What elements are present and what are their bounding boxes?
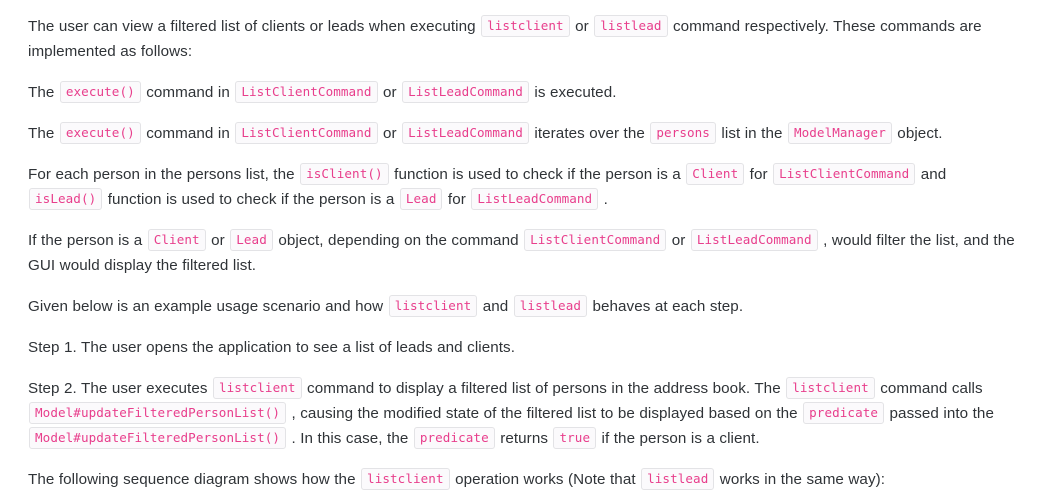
paragraph-intro: The user can view a filtered list of cli…: [28, 14, 1023, 64]
text-run: for: [745, 166, 773, 183]
inline-code-listlead: listlead: [594, 15, 668, 37]
text-run: for: [443, 191, 471, 208]
inline-code-listclientcommand: ListClientCommand: [524, 229, 667, 251]
text-run: . In this case, the: [287, 430, 413, 447]
inline-code-execute: execute(): [59, 81, 141, 103]
inline-code-isclient: isClient(): [300, 163, 389, 185]
inline-code-listclient: listclient: [361, 468, 450, 490]
inline-code-persons: persons: [650, 122, 716, 144]
paragraph-step-execute-1: The execute() command in ListClientComma…: [28, 80, 1023, 105]
inline-code-listlead: listlead: [641, 468, 715, 490]
paragraph-step-execute-2: The execute() command in ListClientComma…: [28, 121, 1023, 146]
inline-code-listclient: listclient: [786, 377, 875, 399]
inline-code-listleadcommand: ListLeadCommand: [402, 122, 529, 144]
inline-code-listclient: listclient: [388, 295, 478, 317]
text-run: Step 1. The user opens the application t…: [28, 339, 516, 356]
text-run: function is used to check if the person …: [103, 191, 399, 208]
inline-code-listlead: listlead: [513, 295, 588, 317]
text-run: or: [570, 18, 594, 35]
paragraph-sequence-diagram-note: The following sequence diagram shows how…: [28, 467, 1023, 492]
text-run: object.: [892, 125, 943, 142]
text-run: , causing the modified state of the filt…: [287, 405, 803, 422]
text-run: passed into the: [885, 405, 994, 422]
inline-code-predicate: predicate: [803, 402, 885, 424]
text-run: command respectively. These commands are…: [28, 18, 982, 60]
text-run: command in: [141, 125, 235, 142]
inline-code-true: true: [553, 427, 597, 449]
text-run: behaves at each step.: [588, 298, 744, 315]
inline-code-execute: execute(): [59, 122, 141, 144]
inline-code-islead: isLead(): [29, 188, 103, 210]
text-run: .: [599, 191, 608, 208]
text-run: The: [28, 84, 59, 101]
inline-code-listclient: listclient: [212, 377, 302, 399]
inline-code-lead: Lead: [230, 229, 273, 251]
text-run: iterates over the: [529, 125, 650, 142]
inline-code-modelmanager: ModelManager: [787, 122, 892, 144]
text-run: operation works (Note that: [450, 471, 641, 488]
text-run: or: [667, 232, 690, 249]
paragraph-scenario-intro: Given below is an example usage scenario…: [28, 294, 1023, 319]
text-run: if the person is a client.: [597, 430, 760, 447]
text-run: function is used to check if the person …: [389, 166, 686, 183]
text-run: command in: [141, 84, 235, 101]
text-run: is executed.: [529, 84, 617, 101]
text-run: If the person is a: [28, 232, 147, 249]
inline-code-model-updatefilteredpersonlist: Model#updateFilteredPersonList(): [29, 427, 287, 449]
paragraph-step-filter-gui: If the person is a Client or Lead object…: [28, 228, 1023, 278]
text-run: Given below is an example usage scenario…: [28, 298, 388, 315]
inline-code-model-updatefilteredpersonlist: Model#updateFilteredPersonList(): [29, 402, 287, 424]
text-run: command calls: [875, 380, 983, 397]
inline-code-lead: Lead: [399, 188, 443, 210]
inline-code-listclient: listclient: [481, 15, 570, 37]
text-run: or: [378, 125, 402, 142]
inline-code-listleadcommand: ListLeadCommand: [690, 229, 818, 251]
inline-code-listleadcommand: ListLeadCommand: [402, 81, 529, 103]
text-run: returns: [495, 430, 553, 447]
text-run: works in the same way):: [715, 471, 886, 488]
text-run: The following sequence diagram shows how…: [28, 471, 361, 488]
text-run: and: [916, 166, 947, 183]
text-run: list in the: [716, 125, 787, 142]
inline-code-predicate: predicate: [413, 427, 495, 449]
inline-code-listleadcommand: ListLeadCommand: [471, 188, 599, 210]
paragraph-scenario-step-1: Step 1. The user opens the application t…: [28, 335, 1023, 360]
text-run: command to display a filtered list of pe…: [302, 380, 786, 397]
inline-code-listclientcommand: ListClientCommand: [235, 81, 378, 103]
text-run: , would filter the list, and the GUI wou…: [28, 232, 1015, 274]
text-run: or: [378, 84, 402, 101]
text-run: For each person in the persons list, the: [28, 166, 300, 183]
inline-code-listclientcommand: ListClientCommand: [235, 122, 378, 144]
inline-code-client: Client: [147, 229, 206, 251]
text-run: The user can view a filtered list of cli…: [28, 18, 481, 35]
text-run: or: [206, 232, 230, 249]
text-run: The: [28, 125, 59, 142]
text-run: and: [478, 298, 513, 315]
text-run: Step 2. The user executes: [28, 380, 212, 397]
inline-code-client: Client: [686, 163, 745, 185]
paragraph-step-isclient-islead: For each person in the persons list, the…: [28, 162, 1023, 212]
inline-code-listclientcommand: ListClientCommand: [773, 163, 916, 185]
paragraph-scenario-step-2: Step 2. The user executes listclient com…: [28, 376, 1023, 451]
text-run: object, depending on the command: [273, 232, 524, 249]
